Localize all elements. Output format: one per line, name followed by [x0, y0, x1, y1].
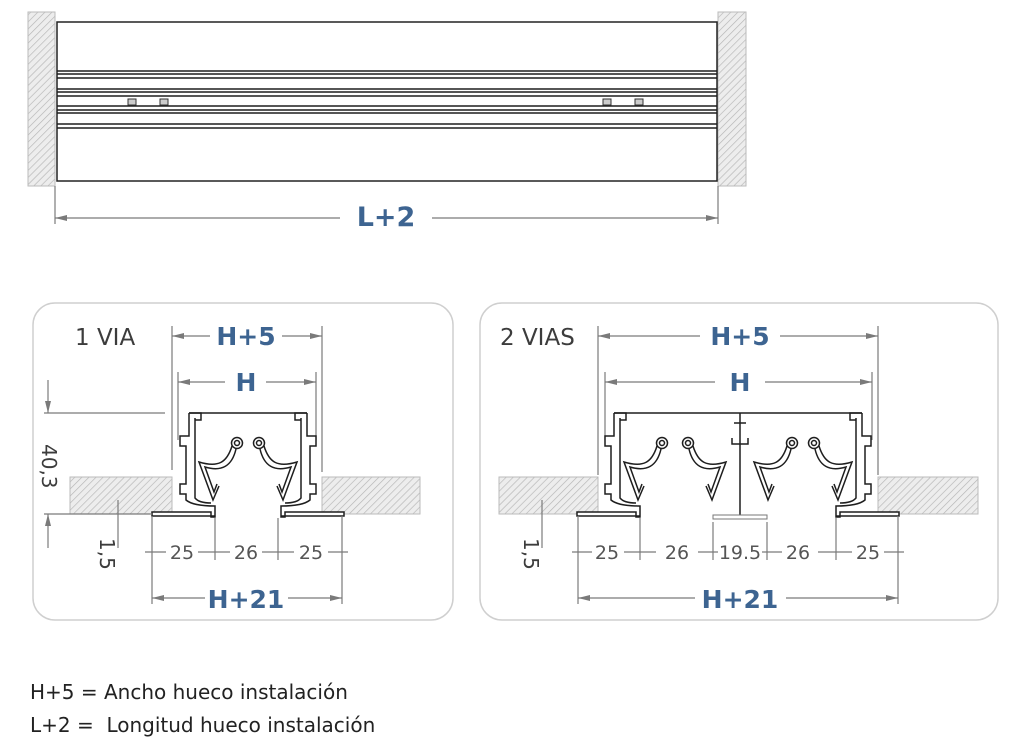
legend-line-1: H+5 = Ancho hueco instalación: [30, 680, 348, 704]
outer-width-label: H+5: [710, 322, 769, 351]
ceiling-right: [877, 476, 979, 515]
segment-2: 26: [665, 542, 689, 564]
top-view: L+2: [27, 11, 747, 233]
thickness-label: 1,5: [95, 538, 119, 570]
diffuser-body: [56, 21, 718, 182]
panel-title: 1 VIA: [75, 325, 135, 351]
total-width-label: H+21: [702, 585, 779, 614]
left-wall-section: [27, 11, 56, 187]
ceiling-left: [498, 476, 599, 515]
legend: H+5 = Ancho hueco instalación L+2 = Long…: [30, 680, 375, 737]
inner-width-label: H: [236, 368, 257, 397]
segment-4: 26: [786, 542, 810, 564]
clip-markers: [127, 98, 644, 106]
ceiling-left: [69, 476, 173, 515]
panel-title: 2 VIAS: [500, 325, 575, 351]
diffuser-slot-lines: [57, 70, 717, 129]
segment-1: 25: [170, 542, 194, 564]
length-label: L+2: [357, 202, 416, 233]
segment-3: 25: [299, 542, 323, 564]
segment-5: 25: [856, 542, 880, 564]
segment-1: 25: [595, 542, 619, 564]
inner-width-label: H: [730, 368, 751, 397]
ceiling-right: [321, 476, 421, 515]
segment-2: 26: [234, 542, 258, 564]
outer-width-label: H+5: [216, 322, 275, 351]
legend-line-2: L+2 = Longitud hueco instalación: [30, 713, 375, 737]
thickness-label: 1,5: [519, 538, 543, 570]
right-wall-section: [717, 11, 747, 187]
center-divider: [712, 413, 768, 520]
height-label: 40,3: [37, 444, 61, 489]
segment-3: 19.5: [719, 542, 761, 564]
total-width-label: H+21: [208, 585, 285, 614]
panel-1-via: 1 VIA H+5 H 40,3 1,5 25 26 25 H+21: [32, 302, 454, 621]
panel-2-vias: 2 VIAS H+5 H 1,5 25 26 19.5 26 25 H+21: [479, 302, 999, 621]
